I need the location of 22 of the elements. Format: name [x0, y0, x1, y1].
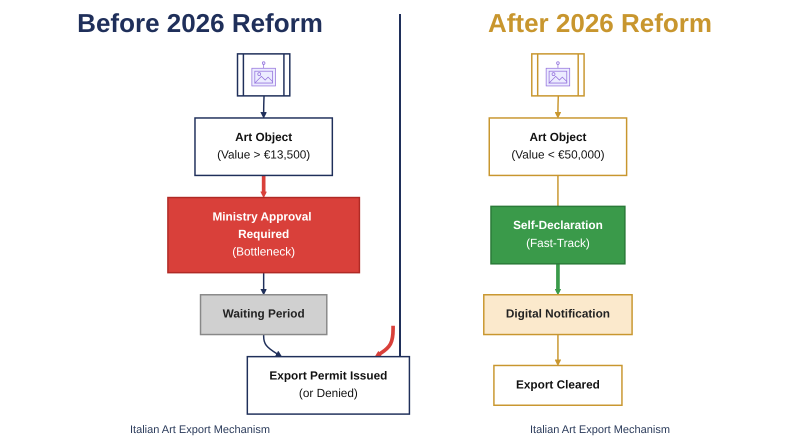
- arrow: [554, 334, 562, 366]
- picture: [531, 53, 585, 97]
- process-box: Self-Declaration (Fast-Track): [490, 206, 626, 265]
- arrow: [260, 272, 267, 296]
- process-box: Digital Notification: [483, 294, 633, 336]
- process-box: Export Permit Issued (or Denied): [246, 356, 410, 415]
- caption: Italian Art Export Mechanism: [528, 424, 671, 436]
- panel-heading: After 2026 Reform: [487, 8, 713, 39]
- caption: Italian Art Export Mechanism: [128, 424, 271, 436]
- arrow: [374, 326, 395, 357]
- arrow: [554, 96, 562, 118]
- arrow: [262, 334, 282, 357]
- process-box: Export Cleared: [493, 364, 623, 406]
- process-box: Ministry Approval Required (Bottleneck): [167, 196, 360, 274]
- picture: [236, 53, 291, 97]
- panel-heading: Before 2026 Reform: [76, 8, 324, 39]
- process-box: Art Object (Value < €50,000): [488, 117, 628, 176]
- arrow: [260, 175, 267, 198]
- process-box: Waiting Period: [200, 294, 328, 336]
- process-box: Art Object (Value > €13,500): [194, 117, 334, 176]
- arrow: [554, 264, 562, 296]
- arrow: [260, 96, 267, 118]
